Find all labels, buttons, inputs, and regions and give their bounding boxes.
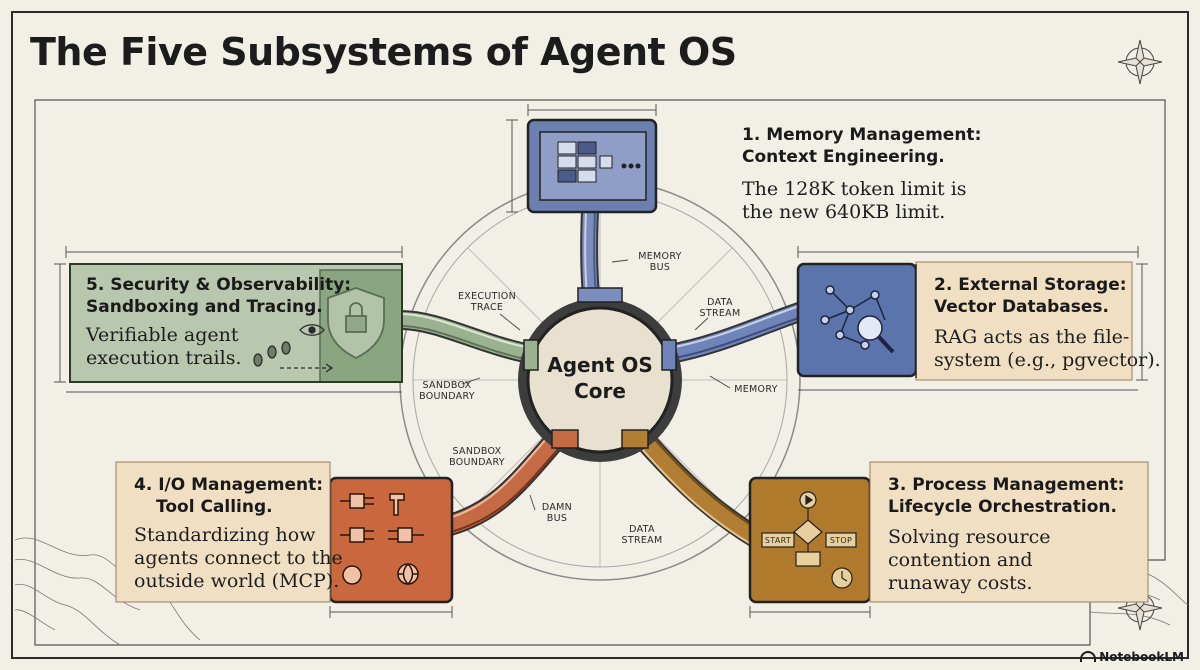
io-description-line2: agents connect to the	[134, 547, 343, 569]
io-heading-line2: Tool Calling.	[156, 497, 273, 517]
cable-security	[390, 310, 545, 365]
tools-plug-icon	[340, 493, 424, 586]
security-heading: 5. Security & Observability: Sandboxing …	[86, 274, 351, 318]
io-description-line3: outside world (MCP).	[134, 570, 340, 592]
flowchart-start-label: START	[764, 536, 792, 545]
flowchart-stop-label: STOP	[829, 536, 853, 545]
notebooklm-logo-icon	[1080, 651, 1097, 662]
memory-chip-icon	[557, 141, 641, 183]
storage-heading: 2. External Storage: Vector Databases.	[934, 274, 1127, 318]
label-damn-bus-line2: BUS	[546, 513, 568, 524]
label-sandbox-boundary-left-line2: BOUNDARY	[419, 391, 475, 402]
page-title: The Five Subsystems of Agent OS	[30, 30, 737, 74]
cable-storage	[655, 300, 815, 365]
core-center	[526, 306, 674, 454]
core-port-storage	[661, 339, 677, 371]
process-heading: 3. Process Management: Lifecycle Orchest…	[888, 474, 1124, 518]
flowchart-icon	[761, 491, 857, 589]
process-heading-line1: 3. Process Management:	[888, 475, 1125, 495]
security-panel	[69, 263, 403, 383]
label-execution-trace: EXECUTION TRACE	[448, 291, 526, 313]
core-port-security	[523, 339, 539, 371]
dimension-lines	[54, 104, 1148, 618]
core-label-line1: Agent OS	[547, 353, 653, 377]
process-heading-line2: Lifecycle Orchestration.	[888, 497, 1117, 517]
label-damn-bus: DAMN BUS	[530, 502, 584, 524]
memory-description-line1: The 128K token limit is	[742, 178, 967, 200]
label-data-stream-top-line1: DATA	[707, 297, 733, 308]
memory-heading: 1. Memory Management: Context Engineerin…	[742, 124, 981, 168]
vector-search-icon	[820, 285, 895, 354]
io-description: Standardizing how agents connect to the …	[134, 524, 343, 593]
process-description: Solving resource contention and runaway …	[888, 526, 1051, 595]
label-sandbox-boundary-left-line1: SANDBOX	[422, 380, 472, 391]
label-data-stream-bottom-line1: DATA	[629, 524, 655, 535]
core-port-memory	[577, 287, 623, 303]
storage-description-line1: RAG acts as the file-	[934, 326, 1130, 348]
core-label: Agent OS Core	[529, 352, 671, 404]
label-memory-line1: MEMORY	[734, 384, 778, 395]
security-description-line2: execution trails.	[86, 347, 242, 369]
eye-footprints-icon	[253, 324, 334, 373]
label-damn-bus-line1: DAMN	[541, 502, 573, 513]
label-data-stream-top: DATA STREAM	[690, 297, 750, 319]
label-sandbox-boundary-low-line2: BOUNDARY	[449, 457, 505, 468]
label-data-stream-bottom: DATA STREAM	[612, 524, 672, 546]
core-port-process	[621, 429, 649, 449]
label-memory: MEMORY	[728, 384, 784, 395]
process-description-line3: runaway costs.	[888, 572, 1033, 594]
io-module	[328, 476, 454, 604]
label-execution-trace-line1: EXECUTION	[458, 291, 516, 302]
security-heading-line2: Sandboxing and Tracing.	[86, 297, 323, 317]
io-description-line1: Standardizing how	[134, 524, 316, 546]
security-description: Verifiable agent execution trails.	[86, 324, 242, 370]
process-description-line1: Solving resource	[888, 526, 1051, 548]
brand-notebooklm: NotebookLM	[1080, 650, 1184, 664]
security-heading-line1: 5. Security & Observability:	[86, 275, 352, 295]
label-data-stream-top-line2: STREAM	[699, 308, 741, 319]
memory-module	[526, 118, 658, 214]
storage-description-line2: system (e.g., pgvector).	[934, 349, 1161, 371]
core-label-line2: Core	[574, 379, 626, 403]
io-panel	[115, 461, 331, 603]
storage-heading-line1: 2. External Storage:	[934, 275, 1127, 295]
compass-icon-top	[1117, 39, 1163, 85]
label-sandbox-boundary-low-line1: SANDBOX	[452, 446, 502, 457]
label-data-stream-bottom-line2: STREAM	[621, 535, 663, 546]
label-leaders	[461, 259, 731, 511]
core-port-io	[551, 429, 579, 449]
label-memory-bus-line2: BUS	[649, 262, 671, 273]
storage-module	[796, 262, 918, 378]
brand-label: NotebookLM	[1099, 650, 1184, 664]
storage-heading-line2: Vector Databases.	[934, 297, 1109, 317]
label-sandbox-boundary-left: SANDBOX BOUNDARY	[412, 380, 482, 402]
outer-frame	[11, 11, 1189, 659]
label-execution-trace-line2: TRACE	[470, 302, 504, 313]
process-description-line2: contention and	[888, 549, 1033, 571]
memory-description: The 128K token limit is the new 640KB li…	[742, 178, 967, 224]
label-memory-bus: MEMORY BUS	[630, 251, 690, 273]
io-heading-line1: 4. I/O Management:	[134, 475, 324, 495]
cable-process	[629, 424, 771, 551]
label-sandbox-boundary-low: SANDBOX BOUNDARY	[442, 446, 512, 468]
process-module	[748, 476, 872, 604]
storage-description: RAG acts as the file- system (e.g., pgve…	[934, 326, 1161, 372]
memory-heading-line1: 1. Memory Management:	[742, 125, 982, 145]
cable-io	[439, 424, 571, 536]
memory-heading-line2: Context Engineering.	[742, 147, 945, 167]
security-description-line1: Verifiable agent	[86, 324, 239, 346]
memory-description-line2: the new 640KB limit.	[742, 201, 946, 223]
process-panel	[869, 461, 1149, 603]
label-memory-bus-line1: MEMORY	[638, 251, 682, 262]
storage-panel	[915, 261, 1133, 381]
io-heading: 4. I/O Management: Tool Calling.	[134, 474, 323, 518]
